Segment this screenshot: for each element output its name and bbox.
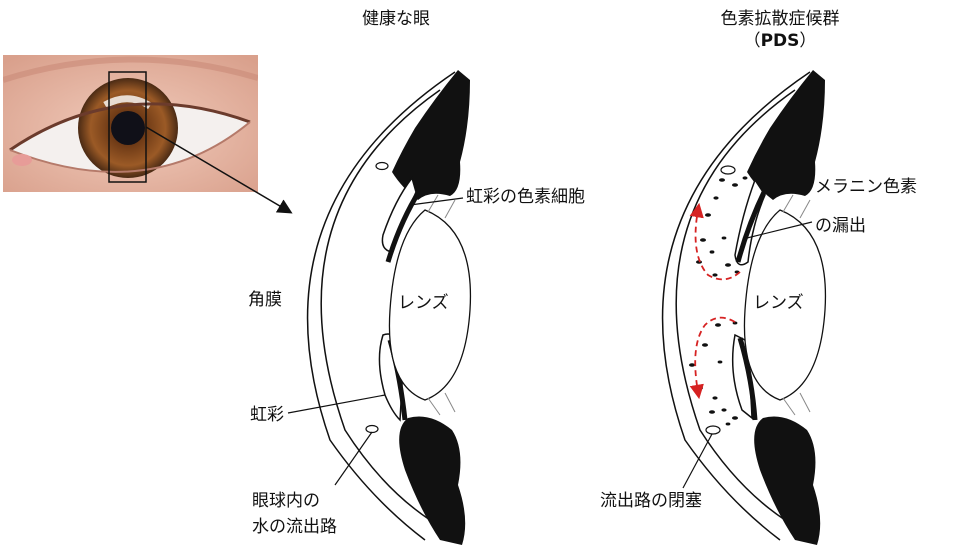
- ciliary-lower: [399, 416, 466, 545]
- label-melanin-line1: メラニン色素: [815, 177, 917, 197]
- title-pds-close: ）: [799, 31, 817, 51]
- label-lens-left: レンズ: [398, 293, 449, 313]
- pds-eye-section: [661, 70, 827, 545]
- leader-melanin: [746, 221, 813, 239]
- title-pds: 色素拡散症候群 （PDS）: [690, 8, 870, 52]
- iris-pigment-lower-pds: [737, 337, 758, 421]
- ciliary-upper-pds: [747, 70, 825, 200]
- cornea-outer-pds: [661, 71, 811, 541]
- leader-outflow: [334, 431, 373, 486]
- label-cornea: 角膜: [248, 290, 282, 310]
- label-melanin-line2: の漏出: [815, 216, 866, 236]
- healthy-eye-section: [287, 70, 472, 545]
- outflow-upper: [375, 161, 389, 171]
- iris-pigment-upper-pds: [735, 188, 768, 263]
- label-outflow-line1: 眼球内の: [252, 491, 320, 511]
- flow-arrow-lower: [689, 316, 736, 400]
- outflow-upper-pds: [720, 165, 736, 175]
- label-iris-pigment-cells: 虹彩の色素細胞: [466, 187, 585, 207]
- label-outflow-blockage: 流出路の閉塞: [600, 491, 702, 511]
- cornea-outer: [306, 71, 456, 541]
- outflow-lower-pds: [705, 425, 721, 435]
- zoom-pointer: [145, 126, 293, 214]
- title-pds-open: （: [743, 31, 761, 51]
- lens-left: [388, 209, 472, 401]
- label-lens-right: レンズ: [753, 293, 804, 313]
- title-pds-abbr: PDS: [760, 31, 800, 51]
- leader-iris: [287, 394, 386, 414]
- label-iris: 虹彩: [250, 405, 284, 425]
- eye-photo: [3, 55, 258, 192]
- outflow-lower: [365, 424, 379, 434]
- melanin-granules: [689, 176, 748, 426]
- flow-arrow-upper: [689, 202, 741, 281]
- cornea-inner-pds: [675, 89, 796, 521]
- leader-blockage: [682, 433, 713, 489]
- ciliary-lower-pds: [754, 416, 821, 545]
- title-healthy: 健康な眼: [362, 9, 430, 29]
- ciliary-upper: [392, 70, 470, 200]
- label-outflow-line2: 水の流出路: [252, 517, 337, 537]
- cornea-inner: [320, 89, 441, 521]
- iris-pigment-upper: [385, 188, 423, 263]
- lens-right: [743, 209, 827, 401]
- leader-pigment-cells: [409, 197, 464, 206]
- title-pds-line1: 色素拡散症候群: [720, 9, 840, 29]
